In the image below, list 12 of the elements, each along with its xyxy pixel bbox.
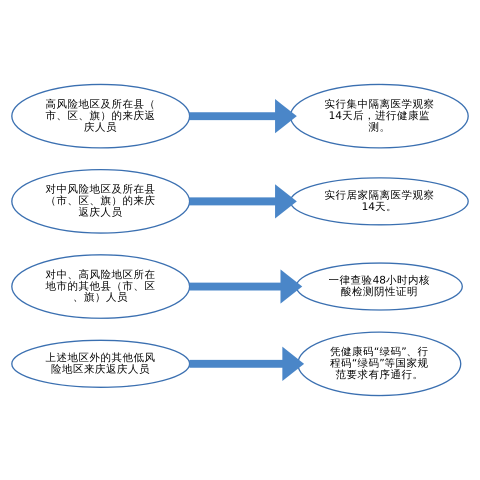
node-ellipse: 一律查验48小时内核酸检测阴性证明 [296,262,463,311]
node-ellipse: 实行居家隔离医学观察14天。 [290,177,469,226]
node-ellipse: 上述地区外的其他低风险地区来庆返庆人员 [11,340,190,388]
node-ellipse: 对中风险地区及所在县（市、区、旗）的来庆返庆人员 [11,168,190,234]
arrow [190,346,304,381]
arrow [190,184,297,218]
arrow [190,99,297,134]
node-ellipse: 高风险地区及所在县（市、区、旗）的来庆返庆人员 [11,84,190,149]
node-ellipse: 凭健康码“绿码”、行程码“绿码”等国家规范要求有序通行。 [297,331,462,396]
node-ellipse: 对中、高风险地区所在地市的其他县（市、区、旗）人员 [11,254,190,319]
arrow [190,269,302,304]
node-ellipse: 实行集中隔离医学观察14天后，进行健康监测。 [290,84,469,149]
